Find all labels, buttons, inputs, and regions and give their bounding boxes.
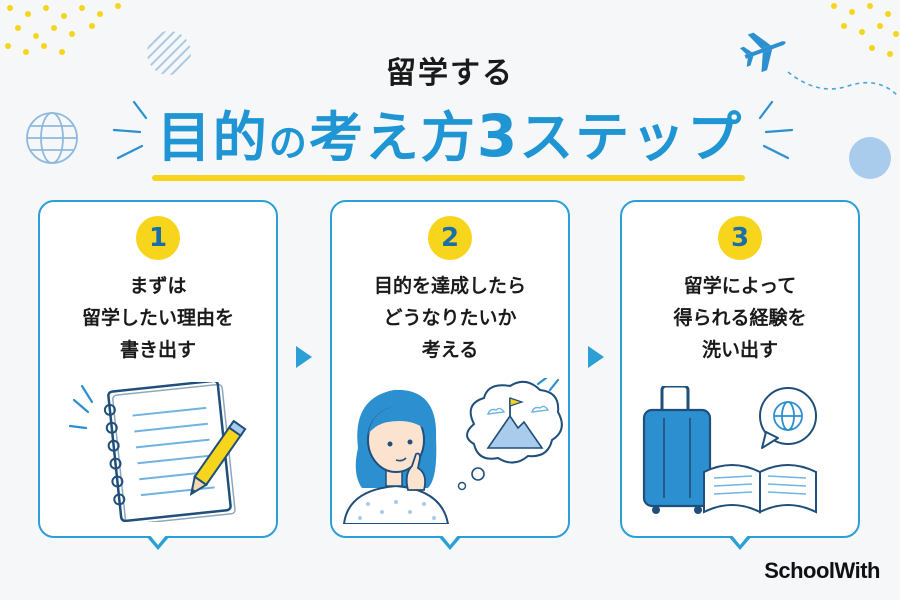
step-line: 考える xyxy=(421,339,479,361)
title-part-2: の xyxy=(268,121,309,165)
schoolwith-logo[interactable]: SchoolWith xyxy=(764,558,880,583)
title-underline xyxy=(152,175,745,181)
step-card-2: 2 目的を達成したら どうなりたいか 考える xyxy=(330,200,570,550)
step-arrow-2 xyxy=(588,346,604,368)
yellow-dots-top-left xyxy=(5,3,121,55)
airplane-icon xyxy=(739,32,899,97)
step-line: どうなりたいか xyxy=(383,307,517,329)
step-line: 留学によって xyxy=(683,275,797,297)
card-tail xyxy=(438,534,462,550)
notebook-icon xyxy=(68,382,247,522)
thinking-person-icon xyxy=(342,378,563,524)
globe-bubble-icon xyxy=(759,387,817,449)
step-line: まずは xyxy=(129,275,187,297)
card-tail xyxy=(728,534,752,550)
step-number-badge: 1 xyxy=(136,216,180,260)
striped-circle-decoration xyxy=(147,31,191,75)
step-card-1: 1 まずは 留学したい理由を 書き出す xyxy=(38,200,278,550)
title-part-1: 目的 xyxy=(156,106,269,169)
sparkle-left xyxy=(112,100,148,160)
suitcase-icon xyxy=(642,386,817,514)
globe-icon xyxy=(26,112,78,164)
step-number-badge: 3 xyxy=(718,216,762,260)
step-description: 目的を達成したら どうなりたいか 考える xyxy=(332,270,568,366)
step-number-badge: 2 xyxy=(428,216,472,260)
page-title: 目的の考え方3ステップ xyxy=(0,104,900,175)
blue-circle-decoration xyxy=(849,137,891,179)
step-line: 留学したい理由を xyxy=(81,307,234,329)
step-line: 得られる経験を xyxy=(673,307,807,329)
page-subtitle: 留学する xyxy=(386,56,514,91)
step-line: 目的を達成したら xyxy=(373,275,526,297)
yellow-dots-top-right xyxy=(831,3,899,57)
title-part-3: 考え方 xyxy=(308,106,477,169)
step-line: 書き出す xyxy=(119,339,196,361)
step-description: 留学によって 得られる経験を 洗い出す xyxy=(622,270,858,366)
step-arrow-1 xyxy=(296,346,312,368)
step-line: 洗い出す xyxy=(701,339,778,361)
step-description: まずは 留学したい理由を 書き出す xyxy=(40,270,276,366)
step-card-3: 3 留学によって 得られる経験を 洗い出す xyxy=(620,200,860,550)
open-book-icon xyxy=(703,464,817,514)
sparkle-right xyxy=(758,100,794,160)
pencil-icon xyxy=(189,419,247,496)
card-tail xyxy=(146,534,170,550)
title-part-4: ステップ xyxy=(519,106,744,169)
title-number: 3 xyxy=(476,102,520,170)
mountain-flag-icon xyxy=(466,380,563,464)
